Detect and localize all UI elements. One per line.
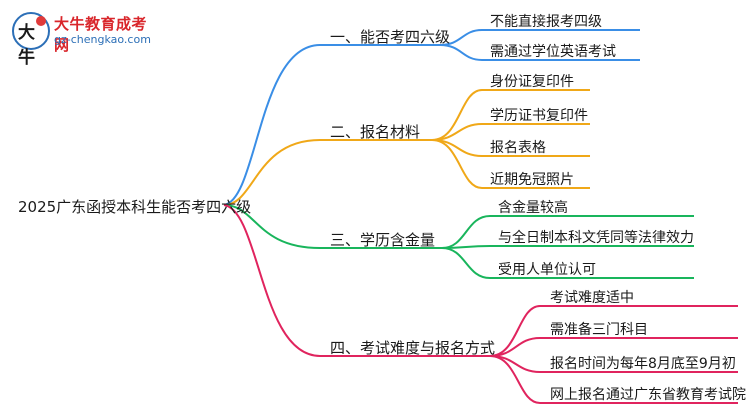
leaf-2-3: 报名表格 (490, 140, 546, 156)
leaf-2-1: 身份证复印件 (490, 74, 574, 90)
logo-name: 大牛教育成考网 (54, 15, 148, 54)
branch-3-to-leaf-3 (441, 247, 491, 279)
branch-3-label: 三、学历含金量 (330, 231, 436, 249)
leaf-4-3: 报名时间为每年8月底至9月初 (550, 356, 736, 372)
leaf-1-2: 需通过学位英语考试 (490, 44, 616, 60)
leaf-4-4: 网上报名通过广东省教育考试院 (550, 387, 746, 403)
branch-4-to-leaf-2 (489, 337, 541, 357)
branch-3-lines (223, 204, 694, 279)
leaf-1-1: 不能直接报考四级 (490, 14, 602, 30)
root-to-branch-2 (223, 139, 321, 206)
root-topic: 2025广东函授本科生能否考四六级 (18, 198, 252, 216)
leaf-2-2: 学历证书复印件 (490, 108, 588, 124)
branch-1-to-leaf-2 (439, 44, 483, 61)
root-to-branch-1 (223, 44, 321, 206)
leaf-3-1: 含金量较高 (498, 200, 568, 216)
branch-4-label: 四、考试难度与报名方式 (330, 339, 496, 357)
leaf-4-2: 需准备三门科目 (550, 322, 648, 338)
logo-glyph: 大牛 (18, 23, 35, 68)
root-to-branch-4 (223, 204, 321, 357)
branch-2-to-leaf-4 (431, 139, 483, 189)
leaf-3-2: 与全日制本科文凭同等法律效力 (498, 230, 694, 246)
site-logo: 大牛 大牛教育成考网 gz-chengkao.com (12, 10, 162, 68)
leaf-2-4: 近期免冠照片 (490, 172, 574, 188)
branch-4-to-leaf-3 (489, 355, 541, 373)
logo-mark-icon: 大牛 (12, 12, 50, 68)
root-to-branch-3 (223, 204, 321, 249)
leaf-3-3: 受用人单位认可 (498, 262, 596, 278)
logo-url: gz-chengkao.com (54, 33, 151, 46)
branch-4-lines (223, 204, 738, 404)
branch-4-to-leaf-4 (489, 355, 541, 404)
branch-1-label: 一、能否考四六级 (330, 28, 451, 46)
branch-1-lines (223, 29, 640, 206)
leaf-4-1: 考试难度适中 (550, 290, 634, 306)
logo-dot (36, 16, 46, 26)
branch-3-to-leaf-1 (441, 215, 491, 249)
branch-2-lines (223, 89, 590, 206)
branch-2-label: 二、报名材料 (330, 123, 421, 141)
